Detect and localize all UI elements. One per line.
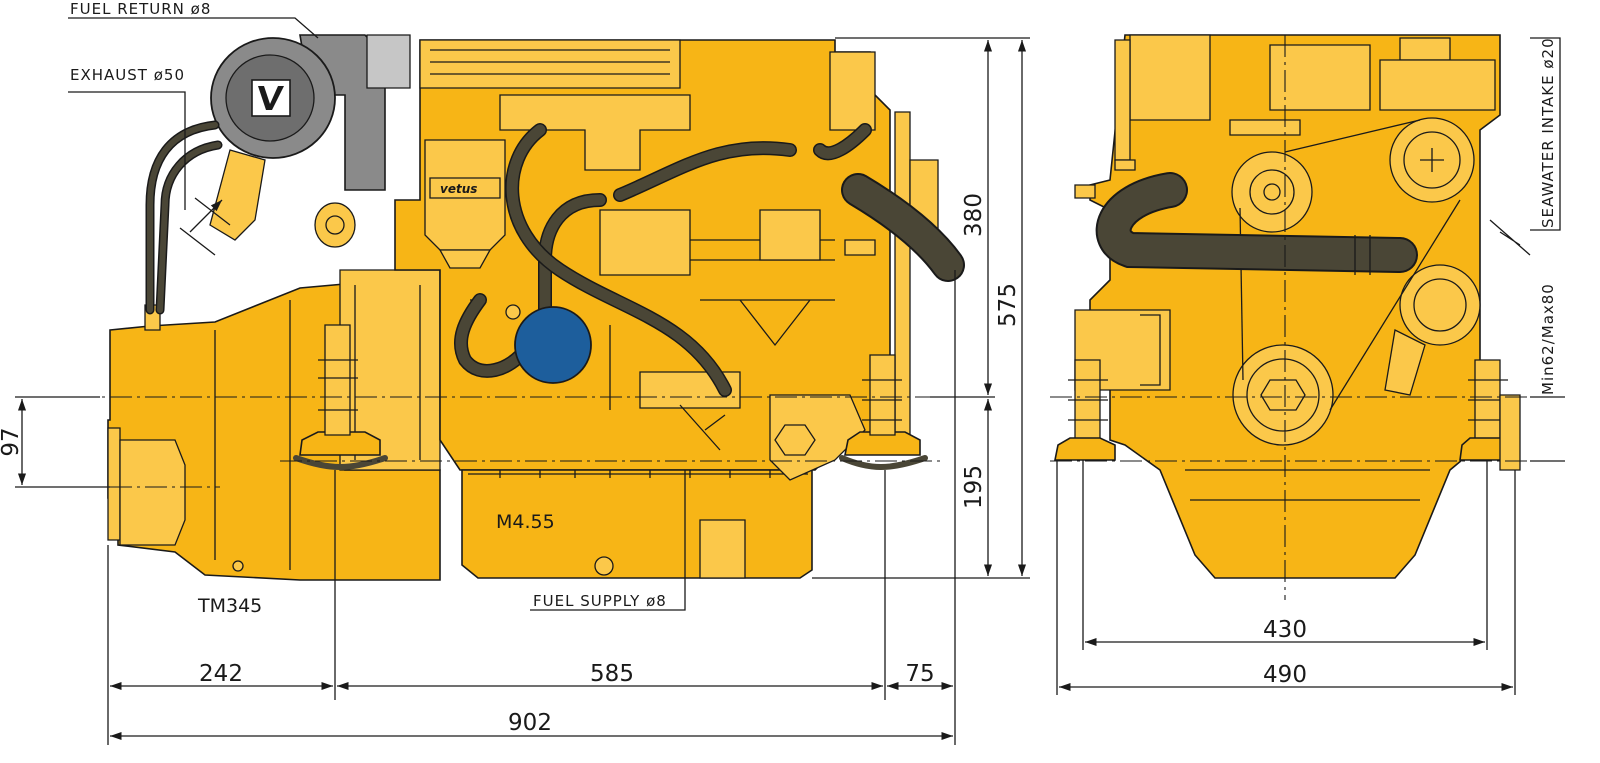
dim-height-lower: 195 [961, 465, 987, 509]
dim-engine-length: 585 [590, 661, 634, 687]
side-view: vetus [0, 0, 1030, 745]
callouts-front: SEAWATER INTAKE ø20 Min62/Max80 [1489, 37, 1565, 462]
front-engine-body [1074, 34, 1501, 579]
turbocharger [209, 34, 411, 248]
dim-overall-width: 490 [1263, 662, 1307, 688]
dim-height-upper: 380 [961, 193, 987, 237]
vetus-logo-icon [251, 79, 291, 117]
seawater-intake-label: SEAWATER INTAKE ø20 [1539, 37, 1557, 228]
engine-mounts-side [293, 324, 928, 470]
engine-mounts-front [1054, 359, 1521, 471]
exhaust-label: EXHAUST ø50 [70, 66, 185, 84]
callouts-side: FUEL RETURN ø8 EXHAUST ø50 FUEL SUPPLY ø… [68, 0, 726, 611]
brand-label: vetus [440, 182, 477, 196]
gearbox-model-label: TM345 [197, 595, 262, 617]
side-dimensions: 242 585 75 902 380 195 575 97 [0, 37, 1030, 745]
dim-shaft-offset: 97 [0, 427, 24, 456]
dim-overall-length: 902 [508, 710, 552, 736]
gearbox [107, 269, 441, 581]
dim-mount-spacing: 430 [1263, 617, 1307, 643]
dim-gearbox-length: 242 [199, 661, 243, 687]
fuel-return-label: FUEL RETURN ø8 [70, 0, 211, 18]
oil-filter [514, 306, 592, 384]
dim-front-length: 75 [905, 661, 934, 687]
fuel-supply-label: FUEL SUPPLY ø8 [533, 592, 667, 610]
mount-range-label: Min62/Max80 [1539, 283, 1557, 395]
front-dimensions: 430 490 [1056, 460, 1516, 695]
engine-model-label: M4.55 [496, 511, 555, 533]
dim-height-total: 575 [995, 283, 1021, 327]
front-view: SEAWATER INTAKE ø20 Min62/Max80 430 490 [1050, 34, 1565, 695]
hoses-side [145, 120, 965, 397]
